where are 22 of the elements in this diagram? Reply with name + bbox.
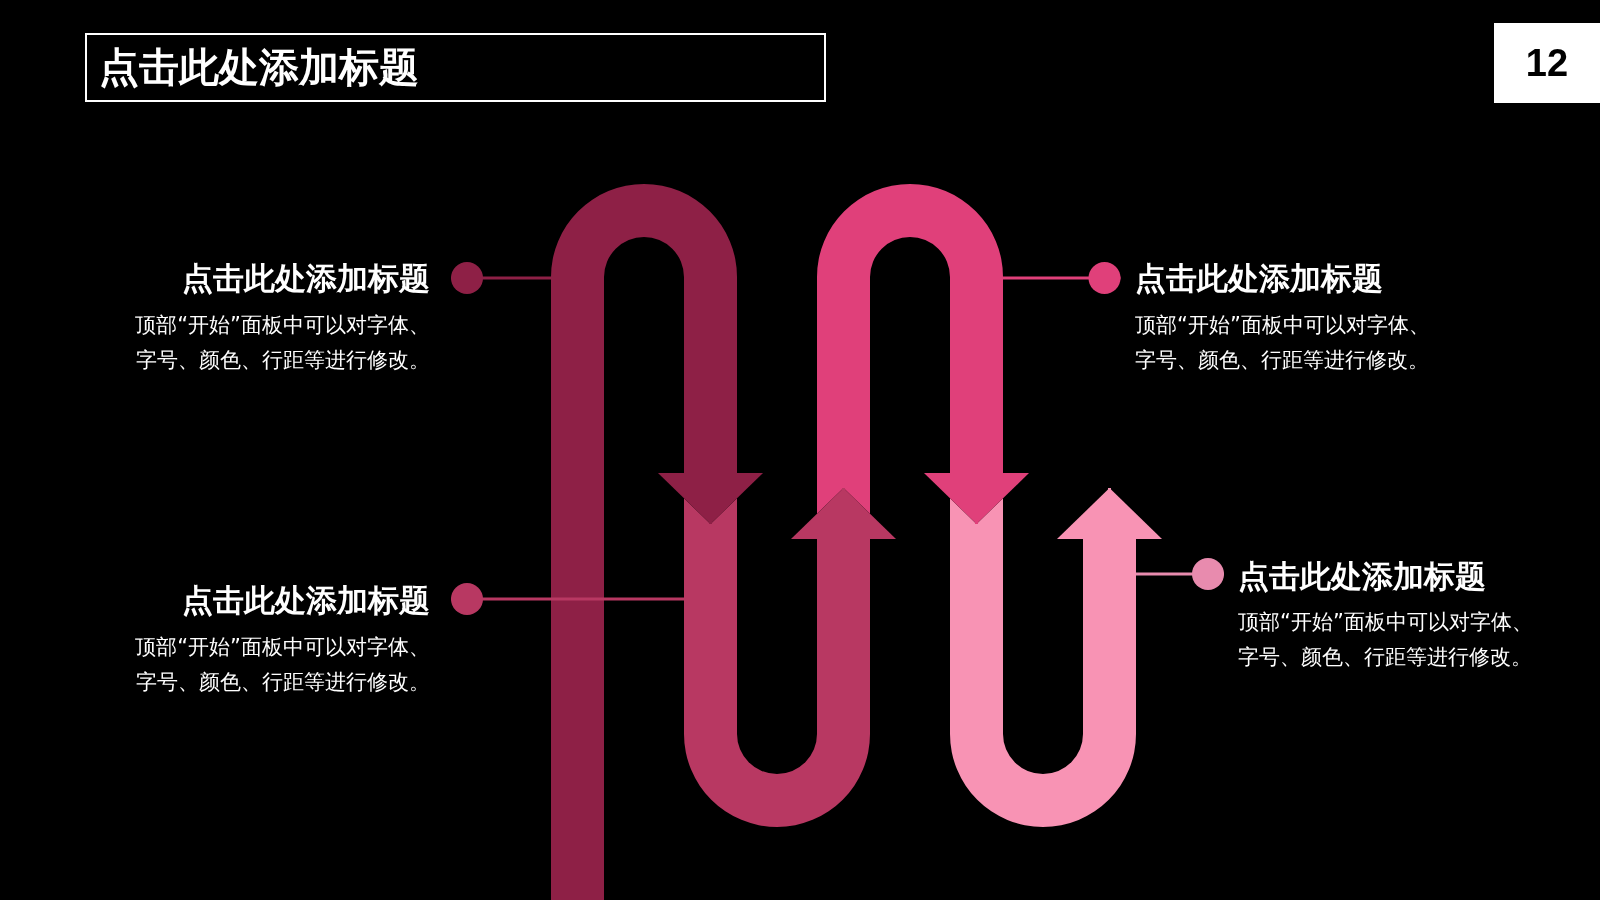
curved-band [684,498,870,827]
step-description: 顶部“开始”面板中可以对字体、字号、颜色、行距等进行修改。 [1135,312,1431,374]
leader-line [451,262,551,294]
page-number: 12 [1494,23,1600,103]
arrowhead [791,488,896,539]
arrowhead [1057,488,1162,539]
step-description: 顶部“开始”面板中可以对字体、字号、颜色、行距等进行修改。 [134,312,430,374]
step-heading: 点击此处添加标题 [182,259,430,298]
leader-line [1003,262,1121,294]
step-description: 顶部“开始”面板中可以对字体、字号、颜色、行距等进行修改。 [1238,609,1534,671]
step-description: 顶部“开始”面板中可以对字体、字号、颜色、行距等进行修改。 [134,634,430,696]
curved-band [950,498,1136,827]
curved-band [551,184,737,900]
leader-line [1136,558,1224,590]
step-heading: 点击此处添加标题 [1238,557,1486,596]
step-heading: 点击此处添加标题 [1135,259,1383,298]
leader-line [451,583,684,615]
slide-title: 点击此处添加标题 [85,33,826,102]
arrowhead [658,473,763,524]
curved-band [817,184,1003,514]
arrowhead [924,473,1029,524]
step-heading: 点击此处添加标题 [182,581,430,620]
